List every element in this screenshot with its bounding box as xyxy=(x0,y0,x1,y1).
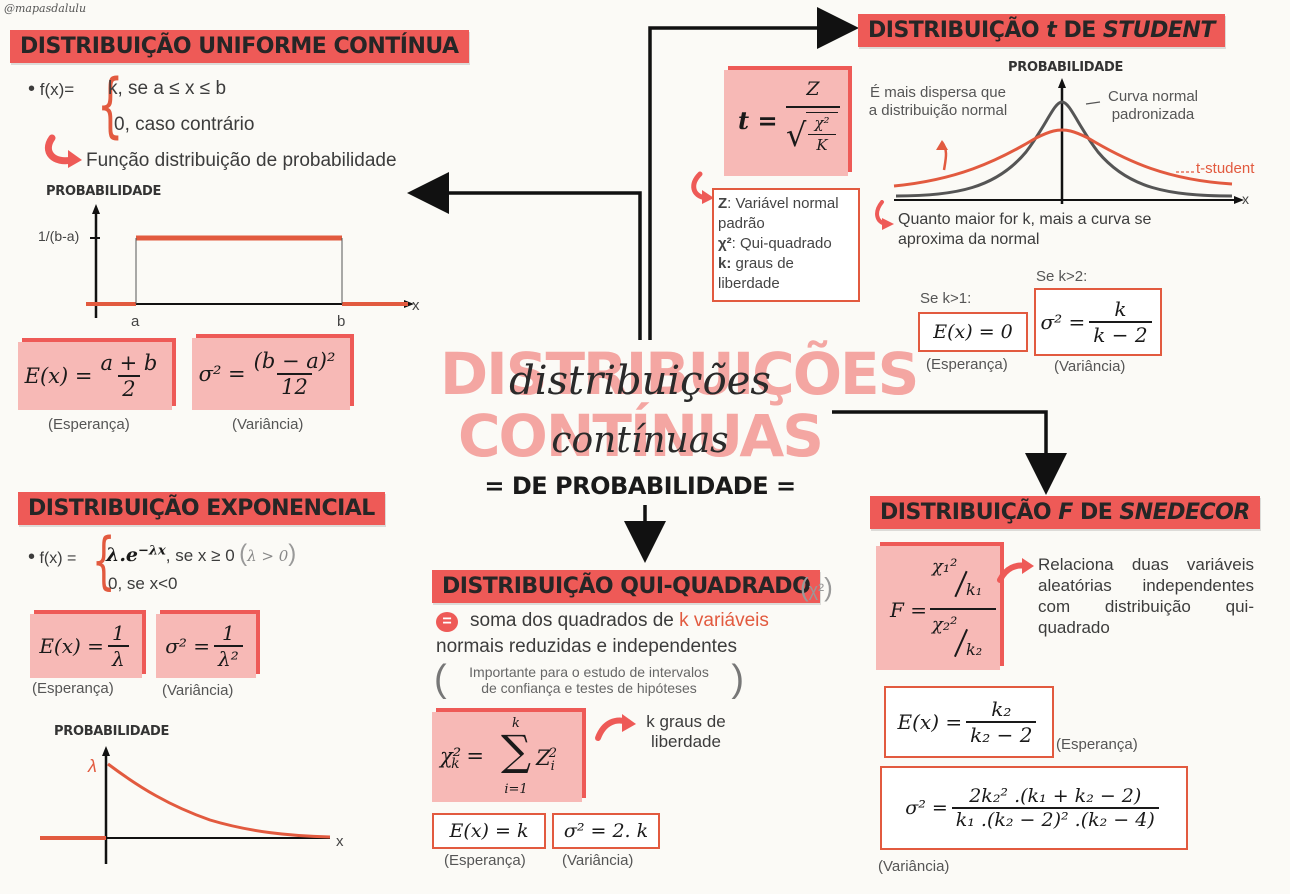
exponencial-chart: λ x xyxy=(40,746,344,864)
qui-paren-line2: de confiança e testes de hipóteses xyxy=(481,680,697,696)
qui-paren-line1: Importante para o estudo de intervalos xyxy=(469,664,709,680)
exponencial-title: DISTRIBUIÇÃO EXPONENCIAL xyxy=(18,492,385,525)
uniforme-esperanca-label: (Esperança) xyxy=(48,416,130,433)
student-formula-box: t = Z √ χ² K xyxy=(724,70,848,176)
uniforme-fx: • f(x)= xyxy=(28,78,75,100)
student-note-normal: Curva normal padronizada xyxy=(1107,88,1199,123)
exponencial-chart-x: x xyxy=(336,833,344,850)
qui-variancia-box: σ² = 2. k xyxy=(552,813,660,849)
curved-arrow-icon xyxy=(872,200,898,239)
qui-formula-box: χ²k = k ∑ i=1 Zi2 xyxy=(432,712,582,802)
student-cond2: Se k>2: xyxy=(1036,268,1088,285)
curved-arrow-icon xyxy=(594,712,638,747)
curved-arrow-icon xyxy=(44,134,86,175)
snedecor-formula-box: F = χ₁² k₁ χ₂² k₂ xyxy=(876,546,1000,670)
uniforme-chart-ytick: 1/(b-a) xyxy=(38,228,79,244)
snedecor-variancia-label: (Variância) xyxy=(878,858,950,875)
arrow-to-uniforme xyxy=(407,172,642,340)
exponencial-variancia-label: (Variância) xyxy=(162,682,234,699)
snedecor-title: DISTRIBUIÇÃO F DE SNEDECOR xyxy=(870,496,1260,529)
exponencial-chart-ylabel: PROBABILIDADE xyxy=(54,724,170,739)
center-script-line2: contínuas xyxy=(551,420,729,461)
arrow-to-snedecor xyxy=(832,410,1067,495)
student-chart: x xyxy=(893,78,1249,207)
student-note-k: Quanto maior for k, mais a curva se apro… xyxy=(898,211,1152,248)
qui-title: DISTRIBUIÇÃO QUI-QUADRADO xyxy=(432,570,821,603)
center-subtitle: = DE PROBABILIDADE = xyxy=(484,472,796,500)
snedecor-esperanca-label: (Esperança) xyxy=(1056,736,1138,753)
uniforme-variancia-label: (Variância) xyxy=(232,416,304,433)
fraction: 2k₂² .(k₁ + k₂ − 2)k₁ .(k₂ − 2)² .(k₂ − … xyxy=(951,785,1159,831)
uniforme-note: Função distribuição de probabilidade xyxy=(86,150,397,171)
uniforme-chart-ylabel: PROBABILIDADE xyxy=(46,184,162,199)
watermark: @mapasdalulu xyxy=(4,2,87,15)
student-title: DISTRIBUIÇÃO t DE STUDENT xyxy=(858,14,1225,47)
student-chart-ylabel: PROBABILIDADE xyxy=(1008,60,1124,75)
exponencial-fx: • f(x) = xyxy=(28,546,77,568)
uniforme-chart-x: x xyxy=(412,297,420,314)
qui-esperanca-box: E(x) = k xyxy=(432,813,546,849)
exponencial-esperanca-label: (Esperança) xyxy=(32,680,114,697)
uniforme-case2: 0, caso contrário xyxy=(114,114,255,135)
center-title: DISTRIBUIÇÕES distribuições CONTÍNUAS co… xyxy=(440,340,919,510)
exponencial-case2: 0, se x<0 xyxy=(108,574,178,593)
uniforme-title: DISTRIBUIÇÃO UNIFORME CONTÍNUA xyxy=(10,30,469,63)
uniforme-brace: { xyxy=(96,64,124,146)
curved-arrow-icon xyxy=(688,170,718,211)
qui-note: k graus de liberdade xyxy=(646,712,726,751)
qui-variancia-label: (Variância) xyxy=(562,852,634,869)
uniforme-chart-a: a xyxy=(131,313,140,330)
student-cond1: Se k>1: xyxy=(920,290,972,307)
qui-symbol: (χ²) xyxy=(800,572,833,602)
student-variancia-label: (Variância) xyxy=(1054,358,1126,375)
qui-paren: ( ) Importante para o estudo de interval… xyxy=(434,658,744,700)
qui-eq-marker: = xyxy=(436,612,458,632)
center-title-line1: DISTRIBUIÇÕES xyxy=(440,340,919,408)
bullet-dot: • xyxy=(28,78,36,100)
student-chart-x: x xyxy=(1242,191,1249,207)
student-esperanca-box: E(x) = 0 xyxy=(918,312,1028,352)
snedecor-note: Relaciona duas variáveis aleatórias inde… xyxy=(1038,555,1254,637)
center-title-line2: CONTÍNUAS xyxy=(457,402,824,470)
curved-arrow-icon xyxy=(996,556,1036,589)
qui-desc-line2: normais reduzidas e independentes xyxy=(436,636,738,657)
uniforme-chart-b: b xyxy=(337,313,345,330)
exponencial-brace: { xyxy=(91,524,116,597)
center-script-line1: distribuições xyxy=(509,358,771,404)
exponencial-chart-lambda: λ xyxy=(87,756,97,776)
student-note-dispersa: É mais dispersa que a distribuição norma… xyxy=(868,84,1008,119)
student-note-tstudent: t-student xyxy=(1196,160,1255,177)
arrow-to-student xyxy=(648,7,859,340)
student-curve-normal xyxy=(895,100,1233,198)
uniforme-chart: 1/(b-a) a b x xyxy=(38,204,420,330)
student-esperanca-label: (Esperança) xyxy=(926,356,1008,373)
qui-desc-line1: soma dos quadrados de k variáveis xyxy=(470,610,769,631)
student-curve-t xyxy=(893,128,1233,188)
uniforme-case1: k, se a ≤ x ≤ b xyxy=(108,78,227,99)
student-legend-box: Z: Variável normal padrão χ²: Qui-quadra… xyxy=(712,188,860,302)
exponencial-case1: λ.e−λx, se x ≥ 0 (λ > 0) xyxy=(106,540,297,567)
bullet-dot: • xyxy=(28,546,36,568)
qui-esperanca-label: (Esperança) xyxy=(444,852,526,869)
snedecor-variancia-box: σ² = 2k₂² .(k₁ + k₂ − 2)k₁ .(k₂ − 2)² .(… xyxy=(880,766,1188,850)
